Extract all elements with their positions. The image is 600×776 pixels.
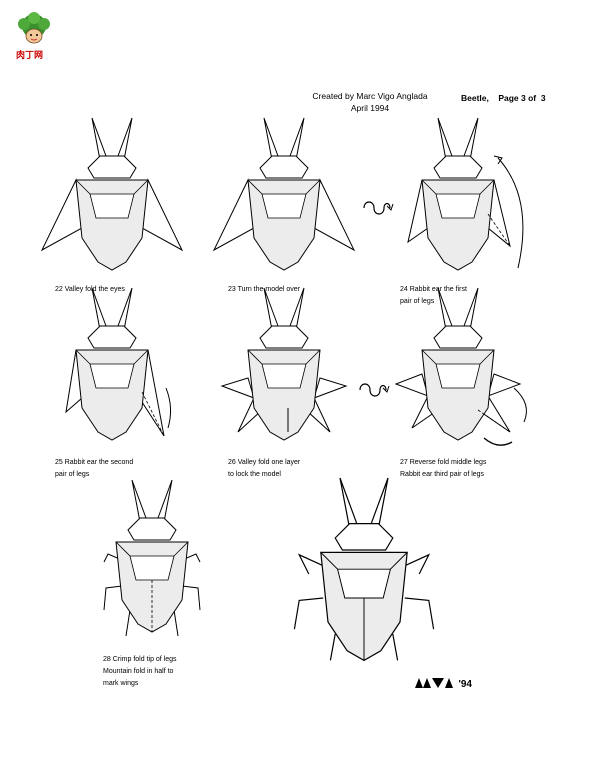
step26-line2: to lock the model bbox=[228, 471, 281, 478]
turn-over-icon-2 bbox=[359, 383, 390, 397]
step28-line3: mark wings bbox=[103, 680, 139, 687]
page-indicator: Beetle, Page 3 of 3 bbox=[461, 93, 546, 103]
step26-line1: 26 Valley fold one layer bbox=[228, 459, 301, 466]
step22-diagram bbox=[41, 117, 183, 271]
date-line: April 1994 bbox=[350, 103, 390, 113]
step23-caption: 23 Turn the model over bbox=[228, 284, 300, 296]
step25-line2: pair of legs bbox=[55, 471, 90, 478]
step27-line1: 27 Reverse fold middle legs bbox=[400, 459, 487, 466]
signature-year: '94 bbox=[458, 679, 472, 690]
step27-diagram bbox=[394, 287, 527, 446]
step27-caption: 27 Reverse fold middle legs Rabbit ear t… bbox=[400, 457, 486, 481]
step23-line1: 23 Turn the model over bbox=[228, 286, 300, 293]
logo-label: 肉丁网 bbox=[16, 50, 44, 60]
step24-caption: 24 Rabbit ear the first pair of legs bbox=[400, 284, 467, 308]
signature: '94 bbox=[414, 674, 472, 692]
step28-caption: 28 Crimp fold tip of legs Mountain fold … bbox=[103, 654, 177, 690]
step25-diagram bbox=[65, 287, 172, 441]
step23-diagram bbox=[213, 117, 355, 271]
step25-caption: 25 Rabbit ear the second pair of legs bbox=[55, 457, 133, 481]
step26-diagram bbox=[220, 287, 348, 441]
step28-diagram bbox=[103, 479, 201, 637]
site-logo: 肉丁网 bbox=[14, 12, 54, 60]
step22-line1: 22 Valley fold the eyes bbox=[55, 286, 125, 293]
step25-line1: 25 Rabbit ear the second bbox=[55, 459, 134, 466]
tree-mascot-icon bbox=[18, 12, 50, 44]
step26-caption: 26 Valley fold one layer to lock the mod… bbox=[228, 457, 300, 481]
step28-line2: Mountain fold in half to bbox=[103, 668, 174, 675]
step24-line1: 24 Rabbit ear the first bbox=[400, 286, 467, 293]
mva-monogram-icon bbox=[415, 677, 453, 688]
step27-line2: Rabbit ear third pair of legs bbox=[400, 471, 485, 478]
step22-caption: 22 Valley fold the eyes bbox=[55, 284, 125, 296]
final-beetle-diagram bbox=[293, 477, 435, 662]
step24-line2: pair of legs bbox=[400, 298, 435, 305]
author-credit: Created by Marc Vigo Anglada bbox=[312, 91, 428, 101]
step24-diagram bbox=[407, 117, 524, 271]
step28-line1: 28 Crimp fold tip of legs bbox=[103, 656, 177, 663]
turn-over-icon bbox=[363, 201, 394, 215]
